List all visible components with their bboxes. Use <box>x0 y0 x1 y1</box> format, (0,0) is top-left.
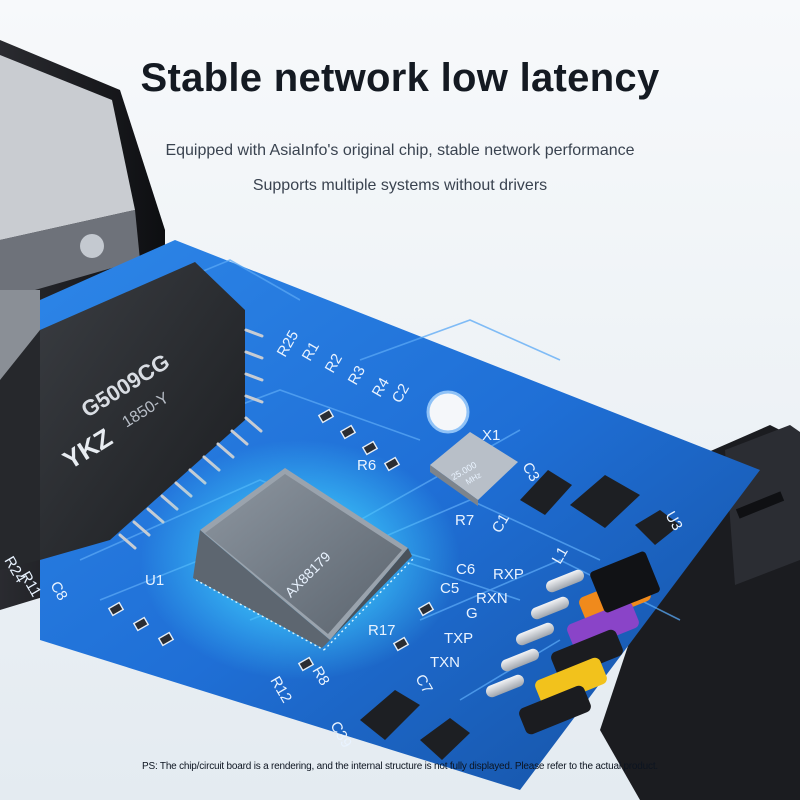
label-r7: R7 <box>455 512 474 529</box>
label-g: G <box>466 605 478 622</box>
network-transformer: YKZ G5009CG 1850-Y <box>0 262 264 570</box>
subline-drivers: Supports multiple systems without driver… <box>252 177 548 194</box>
label-r17: R17 <box>368 622 396 639</box>
subline-chip: Equipped with AsiaInfo's original chip, … <box>165 142 635 159</box>
label-c6: C6 <box>456 561 475 578</box>
label-rxn: RXN <box>476 590 508 607</box>
label-u1: U1 <box>145 572 164 589</box>
smd-resistors <box>107 408 435 672</box>
crystal-oscillator: 25.000 MHz <box>430 432 518 506</box>
label-x1: X1 <box>482 427 500 444</box>
headline: Stable network low latency <box>140 56 660 100</box>
label-r6: R6 <box>357 457 376 474</box>
label-rxp: RXP <box>493 566 524 583</box>
label-txp: TXP <box>444 630 473 647</box>
ethernet-controller-chip: AX88179 <box>193 468 415 651</box>
label-txn: TXN <box>430 654 460 671</box>
label-c5: C5 <box>440 580 459 597</box>
disclaimer-footnote: PS: The chip/circuit board is a renderin… <box>142 761 658 772</box>
label-l1: L1 <box>549 544 572 567</box>
cable-wires <box>486 551 660 735</box>
smd-components <box>360 470 680 760</box>
